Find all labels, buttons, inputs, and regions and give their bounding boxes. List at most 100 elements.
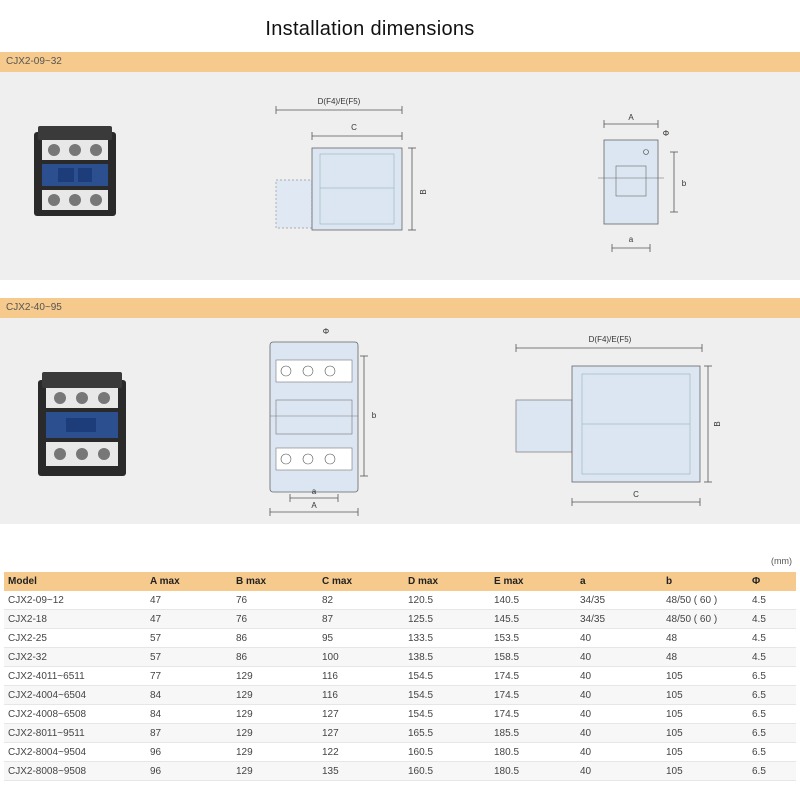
cell-b: 48 bbox=[662, 628, 748, 648]
cell-b-max: 129 bbox=[232, 666, 318, 686]
cell-e-max: 185.5 bbox=[490, 723, 576, 743]
cell-d-max: 133.5 bbox=[404, 628, 490, 648]
section-header-small: CJX2-09~32 bbox=[0, 52, 800, 72]
cell-b-max: 76 bbox=[232, 591, 318, 610]
cell-d-max: 165.5 bbox=[404, 723, 490, 743]
header-model: Model bbox=[4, 572, 146, 591]
dim-label-side-right: B bbox=[713, 421, 722, 426]
cell-phi: 4.5 bbox=[748, 647, 796, 667]
cell-a-max: 57 bbox=[146, 628, 232, 648]
cell-e-max: 145.5 bbox=[490, 609, 576, 629]
cell-a: 40 bbox=[576, 628, 662, 648]
cell-b: 105 bbox=[662, 761, 748, 781]
cell-b: 105 bbox=[662, 704, 748, 724]
cell-d-max: 160.5 bbox=[404, 742, 490, 762]
cell-d-max: 138.5 bbox=[404, 647, 490, 667]
cell-a-max: 57 bbox=[146, 647, 232, 667]
header-d-max: D max bbox=[404, 572, 490, 591]
cell-b-max: 129 bbox=[232, 723, 318, 743]
dim-label-front-b: b bbox=[372, 411, 377, 420]
cell-model: CJX2-8008~9508 bbox=[4, 761, 146, 781]
header-a: a bbox=[576, 572, 662, 591]
side-view-drawing-large: D(F4)/E(F5) B C bbox=[515, 335, 722, 506]
header-b-max: B max bbox=[232, 572, 318, 591]
cell-a: 40 bbox=[576, 704, 662, 724]
header-phi: Φ bbox=[748, 572, 796, 591]
cell-phi: 4.5 bbox=[748, 628, 796, 648]
cell-b: 105 bbox=[662, 742, 748, 762]
dim-label-side-bottom: C bbox=[633, 490, 639, 499]
cell-e-max: 180.5 bbox=[490, 761, 576, 781]
cell-model: CJX2-32 bbox=[4, 647, 146, 667]
cell-phi: 4.5 bbox=[748, 609, 796, 629]
cell-e-max: 140.5 bbox=[490, 591, 576, 610]
dim-label-front-a-small: a bbox=[312, 487, 317, 496]
cell-d-max: 154.5 bbox=[404, 666, 490, 686]
dim-label-front-a-bottom: a bbox=[629, 235, 634, 244]
section-header-large: CJX2-40~95 bbox=[0, 298, 800, 318]
cell-e-max: 174.5 bbox=[490, 666, 576, 686]
cell-c-max: 116 bbox=[318, 685, 404, 705]
cell-model: CJX2-4004~6504 bbox=[4, 685, 146, 705]
dimensions-table: Model A max B max C max D max E max a b … bbox=[4, 572, 796, 781]
cell-model: CJX2-09~12 bbox=[4, 591, 146, 610]
section-body-small: D(F4)/E(F5) C B A Φ b a bbox=[0, 72, 800, 280]
cell-c-max: 127 bbox=[318, 704, 404, 724]
cell-d-max: 125.5 bbox=[404, 609, 490, 629]
header-b: b bbox=[662, 572, 748, 591]
cell-e-max: 174.5 bbox=[490, 685, 576, 705]
cell-phi: 4.5 bbox=[748, 591, 796, 610]
dim-label-front-phi: Φ bbox=[323, 327, 329, 336]
dim-label-front-a-big: A bbox=[311, 501, 317, 510]
dim-label-front-a-top: A bbox=[628, 113, 634, 122]
cell-a: 40 bbox=[576, 761, 662, 781]
cell-d-max: 120.5 bbox=[404, 591, 490, 610]
cell-b: 105 bbox=[662, 723, 748, 743]
header-a-max: A max bbox=[146, 572, 232, 591]
cell-d-max: 154.5 bbox=[404, 704, 490, 724]
front-view-drawing-small: A Φ b a bbox=[598, 113, 687, 252]
page-title: Installation dimensions bbox=[265, 18, 475, 40]
cell-b-max: 129 bbox=[232, 704, 318, 724]
cell-a: 40 bbox=[576, 723, 662, 743]
cell-c-max: 122 bbox=[318, 742, 404, 762]
cell-a-max: 96 bbox=[146, 742, 232, 762]
cell-phi: 6.5 bbox=[748, 742, 796, 762]
cell-c-max: 127 bbox=[318, 723, 404, 743]
section-body-large: Φ b a A D(F4)/E(F5) bbox=[0, 318, 800, 524]
cell-d-max: 160.5 bbox=[404, 761, 490, 781]
cell-b-max: 76 bbox=[232, 609, 318, 629]
cell-a-max: 84 bbox=[146, 685, 232, 705]
cell-b: 48/50 ( 60 ) bbox=[662, 609, 748, 629]
cell-e-max: 180.5 bbox=[490, 742, 576, 762]
header-e-max: E max bbox=[490, 572, 576, 591]
cell-a-max: 96 bbox=[146, 761, 232, 781]
cell-b: 105 bbox=[662, 685, 748, 705]
cell-a-max: 77 bbox=[146, 666, 232, 686]
cell-b: 48/50 ( 60 ) bbox=[662, 591, 748, 610]
unit-label: (mm) bbox=[771, 556, 792, 566]
cell-a-max: 87 bbox=[146, 723, 232, 743]
cell-c-max: 135 bbox=[318, 761, 404, 781]
cell-b-max: 129 bbox=[232, 685, 318, 705]
cell-c-max: 100 bbox=[318, 647, 404, 667]
cell-phi: 6.5 bbox=[748, 704, 796, 724]
cell-b: 105 bbox=[662, 666, 748, 686]
cell-c-max: 116 bbox=[318, 666, 404, 686]
table-header-row: Model A max B max C max D max E max a b … bbox=[4, 572, 796, 591]
cell-a: 34/35 bbox=[576, 591, 662, 610]
contactor-photo-small bbox=[34, 126, 116, 216]
cell-model: CJX2-18 bbox=[4, 609, 146, 629]
cell-e-max: 153.5 bbox=[490, 628, 576, 648]
cell-a-max: 47 bbox=[146, 609, 232, 629]
cell-c-max: 87 bbox=[318, 609, 404, 629]
